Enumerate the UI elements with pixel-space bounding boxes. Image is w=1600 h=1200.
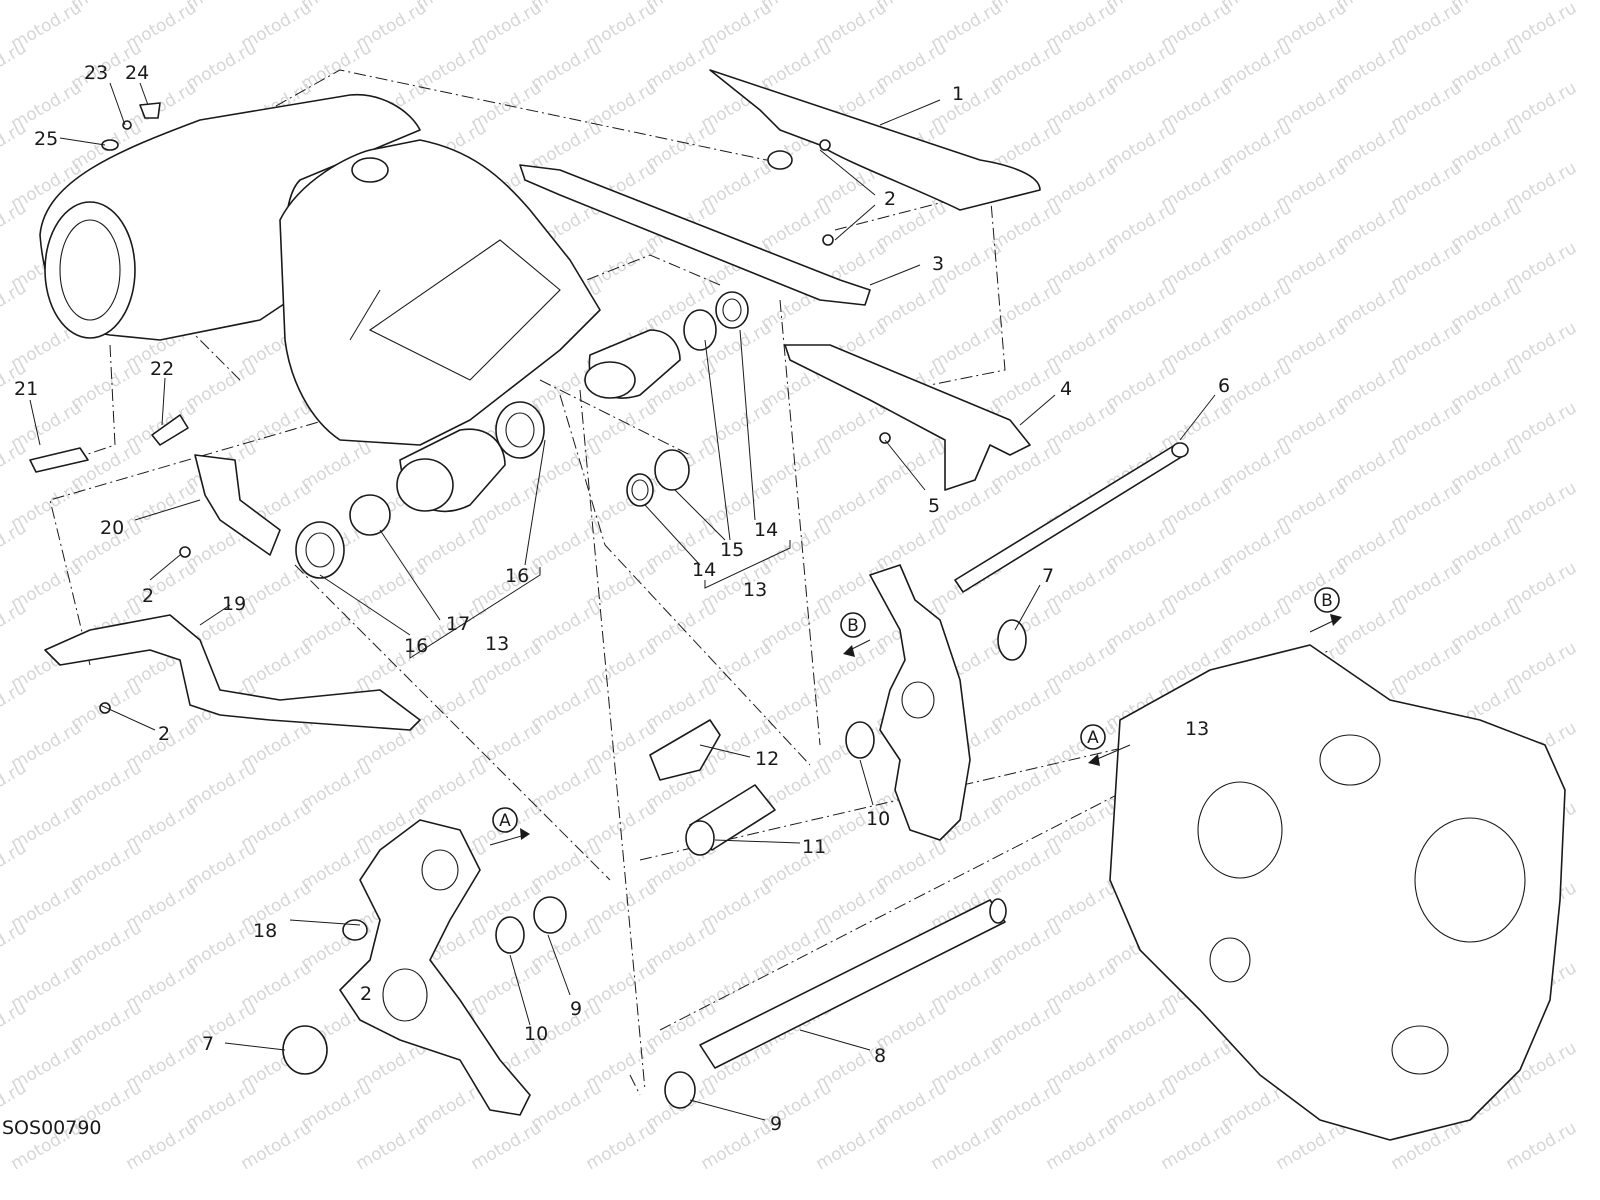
callout-6: 6	[1218, 375, 1230, 397]
callout-2-c: 2	[158, 723, 170, 745]
callout-8: 8	[874, 1045, 886, 1067]
callout-4: 4	[1060, 378, 1072, 400]
callout-2-d: 2	[360, 983, 372, 1005]
watermark-text: motod.ru	[238, 1118, 316, 1174]
ref-marker-b-right-circle	[1314, 587, 1340, 613]
ref-marker-a-right-circle	[1080, 724, 1106, 750]
callout-23: 23	[84, 62, 108, 84]
callout-24: 24	[125, 62, 149, 84]
ref-marker-b-right: B	[1321, 591, 1333, 611]
callout-18: 18	[253, 920, 277, 942]
callout-16-b: 16	[404, 635, 428, 657]
reference-arrows: A A B B	[489, 587, 1342, 846]
callout-2-a: 2	[884, 188, 896, 210]
watermark-text: motod.ru	[0, 0, 30, 14]
watermark-text: motod.ru	[698, 1118, 776, 1174]
ref-marker-a-left: A	[499, 811, 511, 831]
ref-marker-b-left: B	[847, 616, 859, 636]
watermark-text: motod.ru	[123, 1118, 201, 1174]
small-fasteners	[29, 102, 891, 714]
watermark-text: motod.ru	[928, 1118, 1006, 1174]
watermark-text: motod.ru	[1158, 1118, 1236, 1174]
pivot-shaft-8	[699, 898, 1007, 1069]
ref-marker-a-left-circle	[492, 807, 518, 833]
leader-lines	[29, 82, 1216, 1121]
chain-slider-upper	[519, 164, 871, 306]
callout-12: 12	[755, 748, 779, 770]
callout-21: 21	[14, 378, 38, 400]
callout-17: 17	[446, 613, 470, 635]
bushes-9-10	[282, 619, 1027, 1109]
frame-plate-right	[869, 564, 971, 841]
ref-marker-a-right: A	[1087, 728, 1099, 748]
callout-19: 19	[222, 593, 246, 615]
callout-5: 5	[928, 495, 940, 517]
swingarm	[39, 93, 681, 513]
callout-10-b: 10	[866, 808, 890, 830]
watermark-text: motod.ru	[583, 1118, 661, 1174]
callout-7-a: 7	[1042, 565, 1054, 587]
frame-plate-left	[339, 819, 531, 1116]
callout-20: 20	[100, 517, 124, 539]
chain-slider-12	[649, 719, 721, 781]
callout-13-b: 13	[743, 579, 767, 601]
callout-labels: 1 2 2 2 2 3 4 5 6 7 7 8 9 9 10 10 11 12 …	[14, 62, 1230, 1135]
callout-15: 15	[720, 539, 744, 561]
bearings	[295, 291, 749, 579]
watermark-text: motod.ru	[1273, 1118, 1351, 1174]
watermark-text: motod.ru	[1043, 1118, 1121, 1174]
callout-2-b: 2	[142, 585, 154, 607]
bracket-20	[194, 454, 281, 556]
chain-guard-lower	[784, 344, 1031, 491]
drawing-code: SOS00790	[2, 1117, 102, 1139]
callout-3: 3	[932, 253, 944, 275]
watermark-text: motod.ru	[813, 1118, 891, 1174]
ref-marker-b-left-circle	[840, 612, 866, 638]
watermark-text: motod.ru	[468, 1118, 546, 1174]
callout-14-b: 14	[754, 519, 778, 541]
callout-11: 11	[802, 836, 826, 858]
spacer-11	[685, 784, 776, 856]
callout-7-b: 7	[202, 1033, 214, 1055]
callout-16-a: 16	[505, 565, 529, 587]
chain-slider-lower	[44, 614, 421, 731]
callout-22: 22	[150, 358, 174, 380]
pivot-shaft-6	[954, 442, 1189, 593]
watermark-text: motod.ru	[353, 1118, 431, 1174]
callout-14-a: 14	[692, 559, 716, 581]
watermark-text: motod.ru	[1503, 1118, 1581, 1174]
callout-13-c: 13	[1185, 718, 1209, 740]
callout-13-a: 13	[485, 633, 509, 655]
callout-9-b: 9	[770, 1113, 782, 1135]
engine-crankcase	[1109, 644, 1566, 1141]
callout-9-a: 9	[570, 998, 582, 1020]
callout-25: 25	[34, 128, 58, 150]
group-brackets	[409, 540, 791, 659]
callout-1: 1	[952, 83, 964, 105]
callout-10-a: 10	[524, 1023, 548, 1045]
chain-guard-upper	[709, 69, 1041, 211]
